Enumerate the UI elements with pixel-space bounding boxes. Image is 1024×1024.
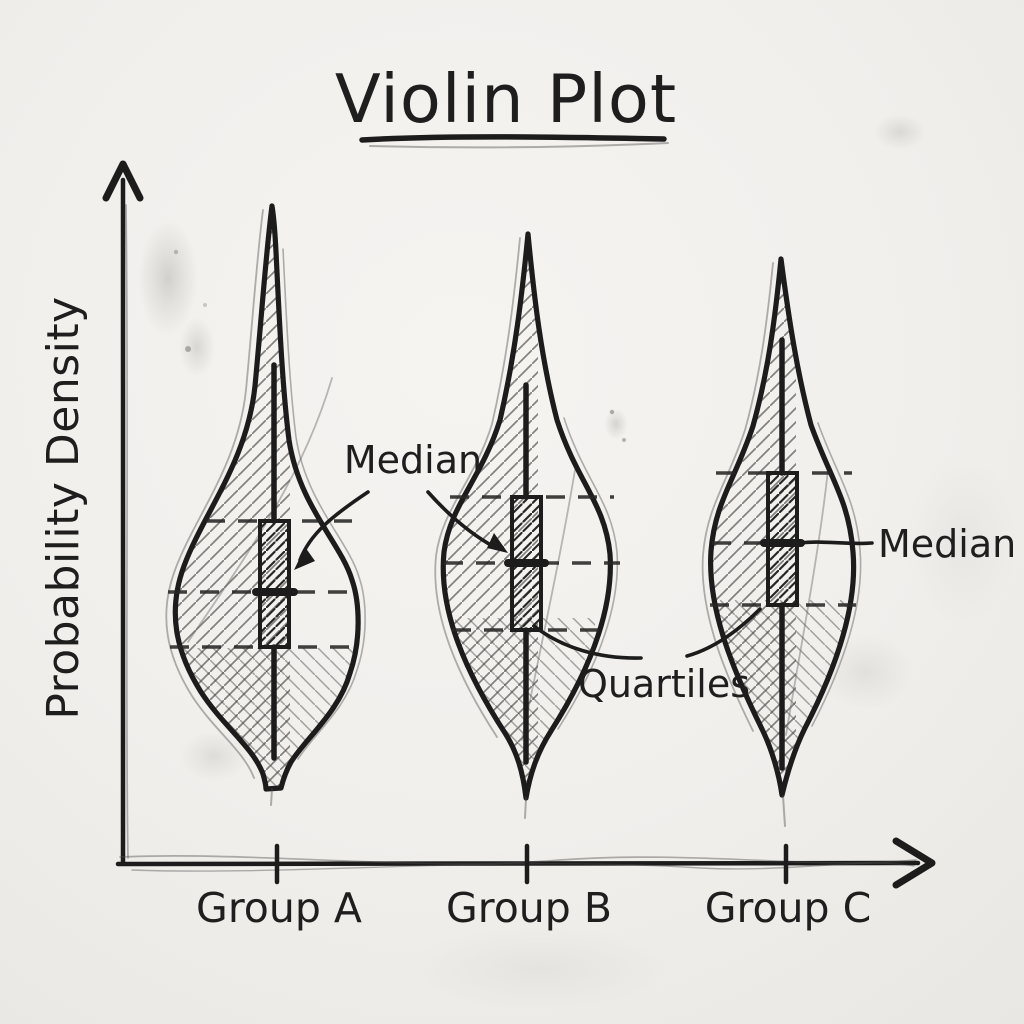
violin-b-inner-sketch — [521, 469, 576, 741]
title-underline-echo — [369, 142, 669, 149]
violin-group-c — [701, 256, 862, 827]
violin-a-outline-echo-left — [165, 209, 264, 779]
x-tick-label-group-a: Group A — [196, 884, 362, 932]
annotation-median-c: Median — [798, 522, 1016, 566]
paper-smudges — [138, 114, 1017, 1010]
title-underline — [359, 134, 667, 143]
violin-b-outline-echo-right — [557, 417, 619, 730]
median-c-connector — [798, 540, 874, 546]
median-ab-label: Median — [344, 438, 482, 482]
chart-title: Violin Plot — [335, 60, 677, 138]
x-axis-echo-1 — [119, 855, 917, 865]
violin-a-hatch-fill — [175, 206, 359, 789]
violin-b-outline — [440, 231, 613, 801]
x-axis-echo-2 — [131, 862, 915, 872]
violin-c-tail — [782, 795, 786, 827]
violin-group-b — [434, 231, 620, 819]
y-axis — [120, 177, 126, 865]
annotation-quartiles: Quartiles — [532, 607, 762, 706]
violin-c-outline-echo-right — [811, 422, 862, 727]
y-axis-echo — [125, 204, 129, 859]
violin-a-tail — [270, 788, 273, 806]
quartiles-connector-to-b — [532, 624, 643, 660]
y-axis-arrowhead — [102, 160, 144, 202]
quartiles-label: Quartiles — [578, 662, 750, 706]
violin-c-outline — [708, 256, 857, 798]
violin-c-outline-echo-left — [701, 262, 774, 732]
violin-b-tail — [524, 797, 527, 819]
x-axis-arrowhead — [892, 837, 936, 889]
x-tick-label-group-c: Group C — [705, 884, 871, 932]
violin-a-inner-sketch — [187, 377, 333, 643]
axes: Probability Density Group A Group B Grou… — [38, 160, 936, 932]
violin-a-outline-echo-right — [282, 248, 366, 760]
y-axis-label: Probability Density — [38, 296, 89, 719]
x-tick-label-group-b: Group B — [446, 884, 612, 932]
quartiles-connector-to-c — [685, 607, 762, 658]
violin-a-quartile-box — [258, 519, 291, 649]
median-c-label: Median — [878, 522, 1016, 566]
median-arrow-to-a-head — [294, 547, 315, 570]
violin-a-outline — [172, 203, 361, 792]
median-arrow-to-b-head — [487, 533, 508, 553]
annotation-median-ab: Median — [294, 438, 508, 570]
chart-header: Violin Plot — [335, 60, 677, 149]
